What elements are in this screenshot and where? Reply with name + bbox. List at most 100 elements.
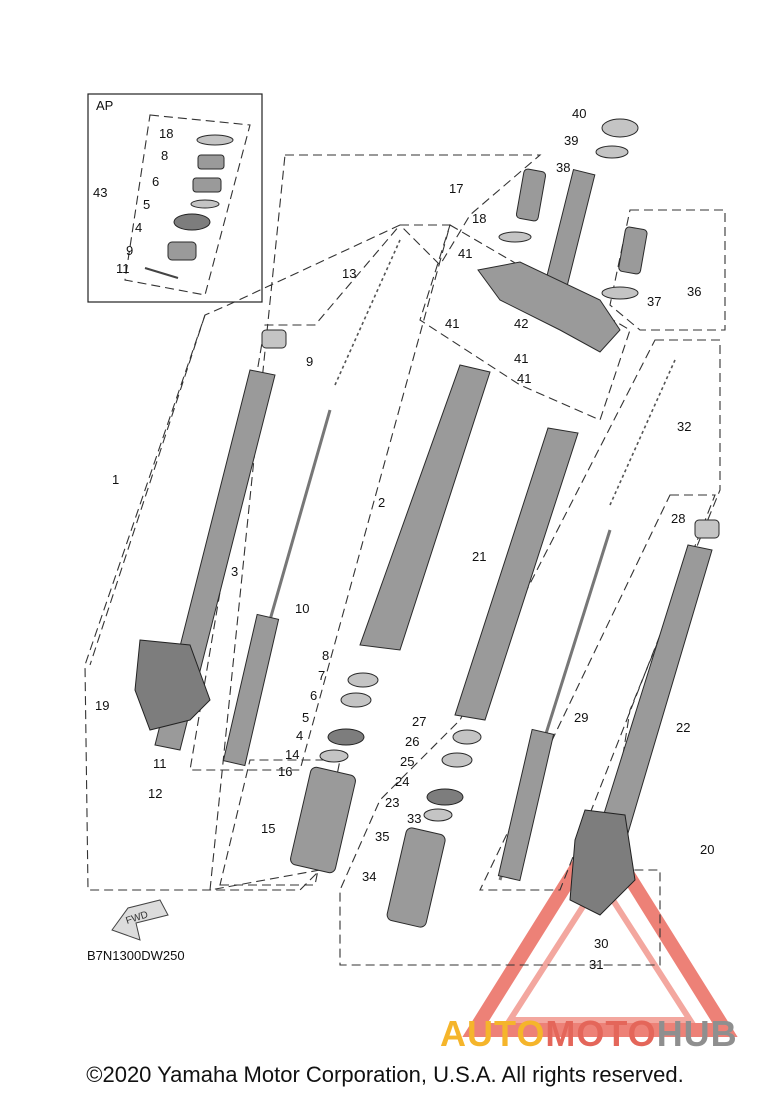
part-number-label: 34 [362, 869, 376, 884]
dashed-frame-bottom-right [339, 339, 721, 966]
inset-dashed-frame [124, 114, 251, 296]
pin-inset [144, 267, 179, 279]
part-number-label: 38 [556, 160, 570, 175]
part-number-label: 13 [342, 266, 356, 281]
part-number-label: 4 [296, 728, 303, 743]
part-number-label: 30 [594, 936, 608, 951]
stack-33 [423, 808, 453, 822]
part-number-label: 43 [93, 185, 107, 200]
part-number-label: 1 [112, 472, 119, 487]
part-number-label: 26 [405, 734, 419, 749]
dashed-frame-damper-right [479, 494, 716, 891]
bush-inset-lower [167, 241, 197, 261]
bearing-race [595, 145, 629, 159]
part-number-label: 15 [261, 821, 275, 836]
stack-4 [327, 728, 365, 746]
damper-body-right [497, 728, 555, 882]
part-number-label: 11 [116, 261, 130, 276]
stack-14 [319, 749, 349, 763]
part-number-label: 9 [306, 354, 313, 369]
part-number-label: 17 [449, 181, 463, 196]
part-number-label: 32 [677, 419, 691, 434]
part-number-label: 14 [285, 747, 299, 762]
oring-inset [196, 134, 234, 146]
part-number-label: 39 [564, 133, 578, 148]
part-number-label: 25 [400, 754, 414, 769]
seal-inset [173, 213, 211, 231]
oring-cap-left [498, 231, 532, 243]
part-number-label: 29 [574, 710, 588, 725]
part-number-label: 23 [385, 795, 399, 810]
part-number-label: 41 [514, 351, 528, 366]
copyright: ©2020 Yamaha Motor Corporation, U.S.A. A… [86, 1062, 684, 1087]
part-number-label: 16 [278, 764, 292, 779]
watermark-text: AUTOMOTOHUB [440, 1013, 738, 1055]
part-number-label: 3 [231, 564, 238, 579]
part-number-label: 42 [514, 316, 528, 331]
fork-spring-right [609, 359, 676, 506]
part-number-label: 6 [310, 688, 317, 703]
part-number-label: 31 [589, 957, 603, 972]
part-number-label: 40 [572, 106, 586, 121]
part-number-label: 41 [458, 246, 472, 261]
part-number-label: 20 [700, 842, 714, 857]
part-number-label: 11 [153, 756, 167, 771]
part-number-label: 5 [302, 710, 309, 725]
stack-25 [441, 752, 473, 768]
axle-bracket-left [134, 639, 211, 731]
wm-moto: MOTO [545, 1013, 657, 1054]
stack-23 [426, 788, 464, 806]
part-number-label: 6 [152, 174, 159, 189]
part-number-label: 5 [143, 197, 150, 212]
part-labels: 4039381718414113363742414193212321281029… [93, 106, 714, 972]
stack-6 [340, 692, 372, 708]
clip-inset [190, 199, 220, 209]
forward-arrow: FWD [111, 899, 169, 941]
dashed-frame-cartridge-left [219, 759, 341, 886]
part-number-label: 36 [687, 284, 701, 299]
part-number-label: 27 [412, 714, 426, 729]
stack-27 [452, 729, 482, 745]
part-number-label: 10 [295, 601, 309, 616]
part-number-label: 9 [126, 243, 133, 258]
bush-right [694, 519, 720, 539]
bush-inset [197, 154, 225, 170]
stack-8 [347, 672, 379, 688]
inset-label: AP [96, 98, 113, 113]
cartridge-right [386, 827, 446, 928]
part-number-label: 8 [322, 648, 329, 663]
part-number-label: 2 [378, 495, 385, 510]
part-number-label: 18 [472, 211, 486, 226]
washer-inset [192, 177, 222, 193]
inset-box [87, 93, 263, 303]
bush-left [261, 329, 287, 349]
under-bracket [477, 261, 621, 353]
part-number-label: 18 [159, 126, 173, 141]
part-number-label: 12 [148, 786, 162, 801]
dashed-line-a [89, 314, 206, 666]
fork-spring-left [334, 239, 401, 386]
part-number-label: 35 [375, 829, 389, 844]
inner-tube-right [454, 427, 579, 721]
cartridge-left [290, 766, 356, 874]
part-number-label: 41 [445, 316, 459, 331]
oring-cap-right [601, 286, 639, 300]
part-number-label: 19 [95, 698, 109, 713]
wm-auto: AUTO [440, 1013, 546, 1054]
watermark-triangle [462, 816, 738, 1037]
inner-tube-left [359, 364, 491, 651]
part-number-label: 33 [407, 811, 421, 826]
damper-body-left [222, 613, 280, 767]
part-number-label: 22 [676, 720, 690, 735]
part-number-label: 8 [161, 148, 168, 163]
fork-cap-right [618, 226, 648, 275]
part-number-label: 37 [647, 294, 661, 309]
wm-hub: HUB [656, 1013, 738, 1054]
part-number-label: 28 [671, 511, 685, 526]
part-number-label: 41 [517, 371, 531, 386]
fork-cap-left [515, 168, 547, 222]
part-number-label: 24 [395, 774, 409, 789]
part-number-label: 7 [318, 668, 325, 683]
drawing-code: B7N1300DW250 [87, 948, 185, 963]
